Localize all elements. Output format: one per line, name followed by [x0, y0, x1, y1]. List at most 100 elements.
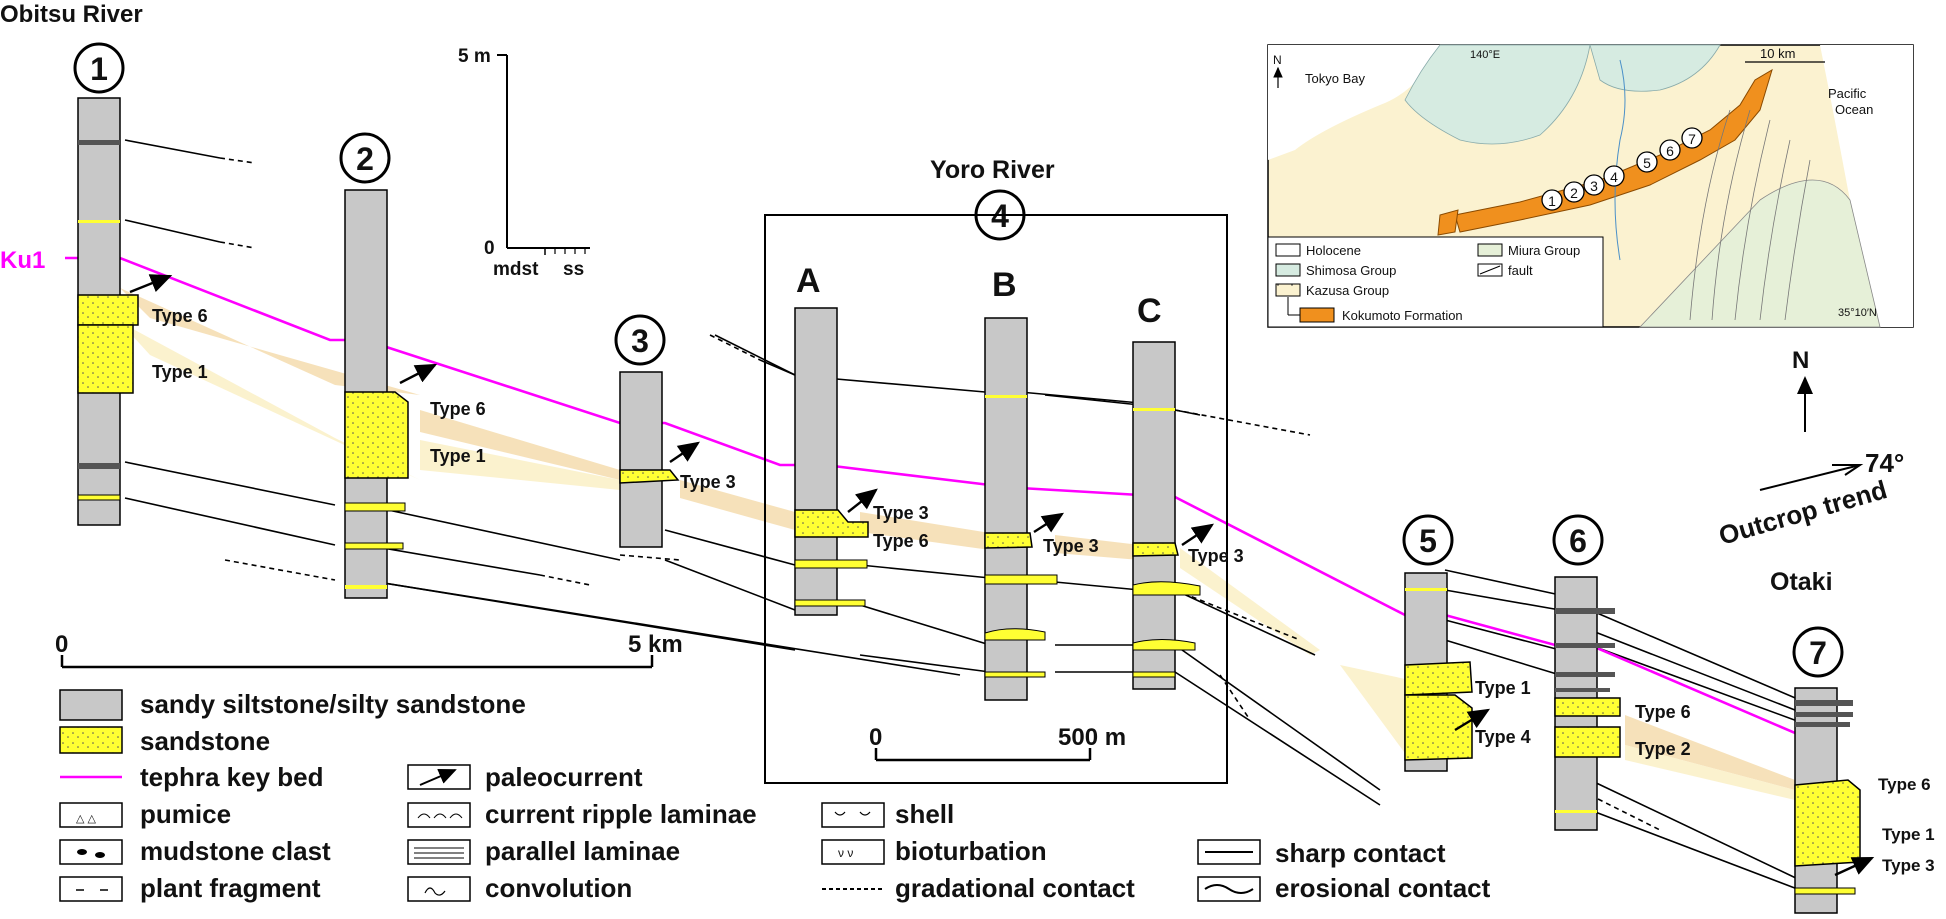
legend-swatch-pumice — [59, 802, 123, 828]
legend-swatch-sandstone — [59, 726, 123, 754]
legend-bioturbation: bioturbation — [895, 836, 1047, 866]
type-label-7-6: Type 6 — [1878, 775, 1931, 794]
legend-parallel: parallel laminae — [485, 836, 680, 866]
inset-legend-holocene: Holocene — [1306, 243, 1361, 258]
legend-swatch-siltstone — [59, 689, 123, 721]
inset-map-locality-3: 3 — [1590, 178, 1598, 194]
section-numbers: 1 2 3 4 5 6 7 — [90, 51, 1827, 671]
inset-map-locality-5: 5 — [1643, 155, 1651, 171]
inset-map-north: N — [1273, 53, 1282, 67]
type-label-5-4: Type 4 — [1475, 727, 1531, 747]
type-label-b-3: Type 3 — [1043, 536, 1099, 556]
inset-map-bay: Tokyo Bay — [1305, 71, 1365, 86]
type-label-c-3: Type 3 — [1188, 546, 1244, 566]
section-column-2 — [344, 189, 409, 599]
type-label-a-3: Type 3 — [873, 503, 929, 523]
legend-erosional: erosional contact — [1275, 873, 1491, 903]
section-column-C — [1132, 341, 1201, 690]
legend-sharp: sharp contact — [1275, 838, 1446, 868]
legend-swatch-shell — [821, 802, 885, 828]
section-column-B — [984, 317, 1058, 701]
legend-siltstone: sandy siltstone/silty sandstone — [140, 689, 526, 719]
m-scale-bar: 0 500 m — [869, 724, 1126, 762]
inset-map-locality-4: 4 — [1610, 169, 1618, 185]
correlation-lines — [124, 139, 1801, 891]
yoro-river-label: Yoro River — [930, 156, 1055, 184]
correlation-fill-type1-b — [420, 440, 620, 490]
section-number-5: 5 — [1419, 523, 1437, 559]
paleocurrent-arrows — [129, 274, 1875, 877]
type-label-1-6: Type 6 — [152, 306, 208, 326]
section-column-1 — [77, 97, 139, 526]
outcrop-trend-label: Outcrop trend — [1715, 474, 1890, 551]
type-label-3-3: Type 3 — [680, 472, 736, 492]
correlation-fill-6-7-b — [1625, 745, 1795, 800]
legend-tephra: tephra key bed — [140, 762, 324, 792]
obitsu-river-label: Obitsu River — [0, 1, 143, 28]
legend-swatch-convolution — [407, 876, 471, 902]
inset-map-locality-1: 1 — [1548, 193, 1556, 209]
section-number-6: 6 — [1569, 523, 1587, 559]
svg-text:ν ν: ν ν — [838, 846, 853, 860]
section-number-7: 7 — [1809, 635, 1827, 671]
legend-gradational: gradational contact — [895, 873, 1135, 903]
vertical-scale-zero-label: 0 — [484, 238, 495, 259]
section-number-3: 3 — [631, 323, 649, 359]
legend-mudclast: mudstone clast — [140, 836, 331, 866]
subsection-label-b: B — [992, 266, 1017, 304]
inset-legend-shimosa: Shimosa Group — [1306, 263, 1396, 278]
m-scale-end-label: 500 m — [1058, 724, 1126, 751]
legend-swatch-parallel — [407, 839, 471, 865]
type-label-6-6: Type 6 — [1635, 702, 1691, 722]
section-number-1: 1 — [90, 51, 108, 87]
inset-legend-kokumoto: Kokumoto Formation — [1342, 308, 1463, 323]
svg-text:△ △: △ △ — [76, 813, 97, 825]
section-columns — [77, 97, 1861, 914]
legend-swatch-ripple — [407, 802, 471, 828]
vertical-scale-mdst-label: mdst — [493, 259, 539, 280]
correlation-fill-b-c — [1055, 535, 1140, 560]
inset-legend-miura: Miura Group — [1508, 243, 1580, 258]
type-label-1-1: Type 1 — [152, 362, 208, 382]
legend-sandstone: sandstone — [140, 726, 270, 756]
legend-shell: shell — [895, 799, 954, 829]
yoro-river-box — [764, 214, 1228, 784]
type-label-5-1: Type 1 — [1475, 678, 1531, 698]
inset-map-lat: 35°10′N — [1838, 307, 1877, 319]
inset-map-lon: 140°E — [1470, 49, 1500, 61]
type-label-a-6: Type 6 — [873, 531, 929, 551]
type-label-7-3: Type 3 — [1882, 856, 1935, 875]
angle-label: 74° — [1865, 448, 1904, 478]
inset-map-locality-2: 2 — [1570, 185, 1578, 201]
m-scale-zero-label: 0 — [869, 724, 882, 751]
km-scale-bar: 0 5 km — [55, 631, 683, 669]
legend-convolution: convolution — [485, 873, 632, 903]
inset-map-locality-6: 6 — [1666, 143, 1674, 159]
vertical-scale: 5 m 0 mdst ss — [458, 46, 590, 280]
type-label-6-2: Type 2 — [1635, 739, 1691, 759]
inset-map-ocean-2: Ocean — [1835, 102, 1873, 117]
correlation-fill-3-a — [680, 480, 795, 530]
type-labels: Type 6 Type 1 Type 6 Type 1 Type 3 Type … — [152, 306, 1935, 875]
inset-legend-kazusa: Kazusa Group — [1306, 283, 1389, 298]
inset-map: 1 2 3 4 5 6 7 N 140°E 10 km Tokyo Bay Pa… — [1267, 44, 1914, 328]
section-column-A — [794, 307, 869, 616]
correlation-fill-c-5 — [1180, 548, 1320, 655]
km-scale-end-label: 5 km — [628, 631, 683, 658]
inset-legend-fault: fault — [1508, 263, 1533, 278]
section-column-3 — [619, 371, 680, 548]
north-label: N — [1792, 347, 1809, 374]
inset-map-scale: 10 km — [1760, 46, 1795, 61]
legend-pumice: pumice — [140, 799, 231, 829]
correlation-fill-6-7 — [1625, 715, 1795, 790]
inset-map-locality-7: 7 — [1688, 131, 1696, 147]
type-label-2-6: Type 6 — [430, 399, 486, 419]
correlation-fill-5-left — [1340, 665, 1410, 760]
subsection-label-c: C — [1137, 292, 1162, 330]
legend-ripple: current ripple laminae — [485, 799, 757, 829]
section-number-2: 2 — [356, 141, 374, 177]
legend: sandy siltstone/silty sandstone sandston… — [59, 689, 1491, 903]
km-scale-zero-label: 0 — [55, 631, 68, 658]
type-label-2-1: Type 1 — [430, 446, 486, 466]
